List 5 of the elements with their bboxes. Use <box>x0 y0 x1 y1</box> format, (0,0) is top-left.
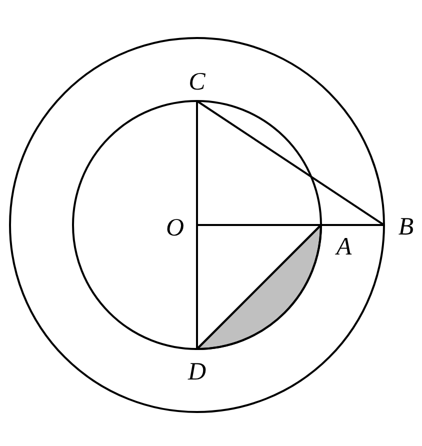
point-label: O <box>166 216 184 240</box>
point-label: A <box>336 234 352 260</box>
point-label: B <box>398 214 414 240</box>
point-label: C <box>188 70 206 94</box>
point-label: D <box>188 360 206 384</box>
